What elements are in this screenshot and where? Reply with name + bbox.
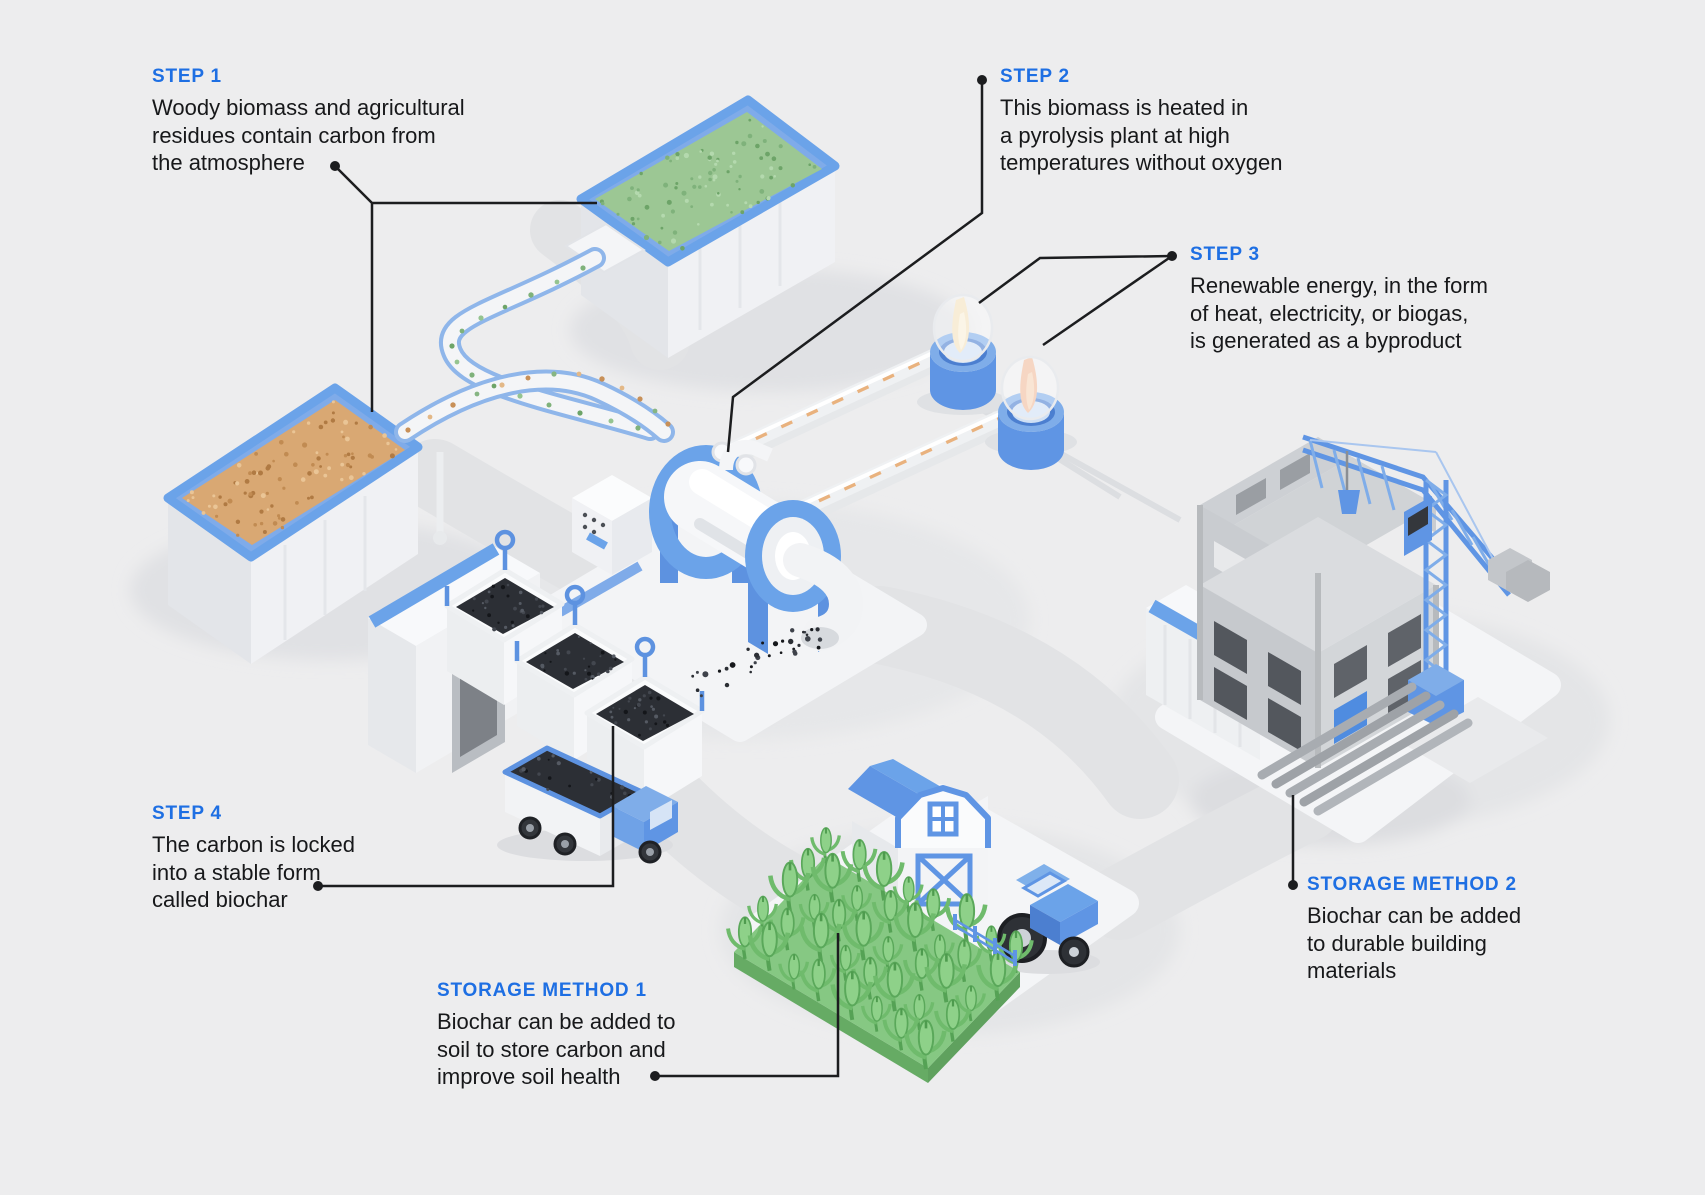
energy-generator-1: [917, 293, 1009, 415]
leader-storage-2: [1288, 795, 1298, 890]
biochar-bags: [444, 529, 705, 812]
farm: [726, 759, 1139, 1083]
leader-step-2: [726, 75, 987, 453]
biochar-truck: [497, 745, 678, 864]
agricultural-residue-container: [564, 95, 840, 358]
leader-lines: [313, 75, 1298, 1081]
pyrolysis-plant: [572, 440, 864, 698]
leader-step-3: [978, 251, 1177, 347]
biochar-stream: [691, 627, 823, 698]
crop-field: [726, 826, 1034, 1083]
biomass-conveyors: [394, 247, 675, 545]
wood-biomass-texture: [186, 400, 398, 537]
construction-site: [1146, 434, 1561, 843]
material-beams: [1257, 682, 1473, 816]
tower-crane: [1302, 434, 1550, 726]
energy-generator-2: [985, 355, 1077, 470]
fence: [953, 914, 1017, 966]
woody-biomass-container: [163, 383, 423, 664]
building-under-construction: [1197, 437, 1439, 768]
leader-storage-1: [650, 933, 840, 1081]
conveyor-biomass-specks: [405, 265, 671, 433]
green-biomass-texture: [599, 118, 817, 251]
leader-step-4: [313, 726, 615, 891]
leader-step-1: [330, 161, 597, 412]
